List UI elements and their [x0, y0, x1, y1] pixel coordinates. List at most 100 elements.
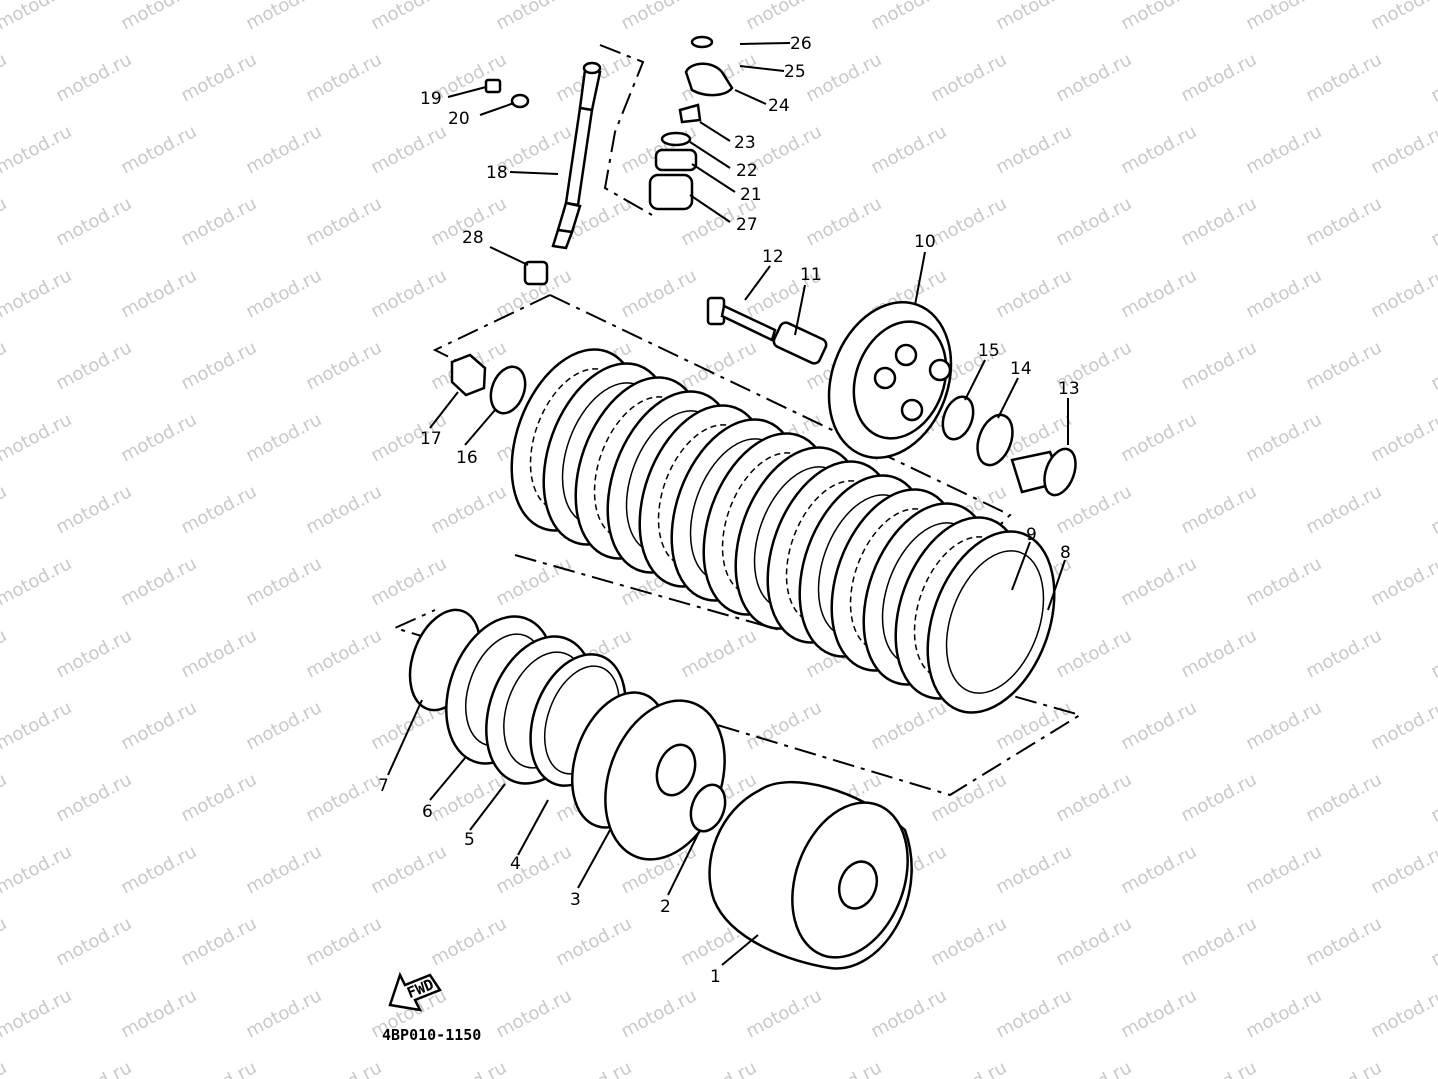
watermark-text: motod.ru — [427, 913, 510, 970]
callout-27: 27 — [736, 215, 758, 235]
watermark-text: motod.ru — [1427, 481, 1438, 538]
watermark-text: motod.ru — [927, 769, 1010, 826]
callout-5: 5 — [464, 830, 475, 850]
watermark-text: motod.ru — [1177, 193, 1260, 250]
watermark-text: motod.ru — [177, 337, 260, 394]
watermark-text: motod.ru — [177, 49, 260, 106]
callout-2: 2 — [660, 897, 671, 917]
callout-21: 21 — [740, 185, 762, 205]
watermark-text: motod.ru — [552, 913, 635, 970]
steel-plate — [926, 530, 1056, 714]
watermark-text: motod.ru — [117, 121, 200, 178]
watermark-text: motod.ru — [52, 625, 135, 682]
watermark-text: motod.ru — [117, 841, 200, 898]
callout-11: 11 — [800, 265, 822, 285]
watermark-text: motod.ru — [927, 1057, 1010, 1079]
watermark-text: motod.ru — [1302, 1057, 1385, 1079]
watermark-text: motod.ru — [0, 481, 10, 538]
watermark-text: motod.ru — [867, 697, 950, 754]
watermark-text: motod.ru — [1242, 841, 1325, 898]
watermark-text: motod.ru — [367, 0, 450, 34]
callout-10: 10 — [914, 232, 936, 252]
watermark-text: motod.ru — [117, 697, 200, 754]
watermark-text: motod.ru — [1242, 985, 1325, 1042]
callout-1: 1 — [710, 967, 721, 987]
watermark-text: motod.ru — [1117, 697, 1200, 754]
callout-25: 25 — [784, 62, 806, 82]
watermark-text: motod.ru — [0, 697, 75, 754]
watermark-text: motod.ru — [927, 49, 1010, 106]
watermark-text: motod.ru — [1052, 769, 1135, 826]
watermark-text: motod.ru — [1117, 985, 1200, 1042]
watermark-text: motod.ru — [1052, 625, 1135, 682]
watermark-text: motod.ru — [117, 409, 200, 466]
watermark-text: motod.ru — [117, 985, 200, 1042]
callout-19: 19 — [420, 89, 442, 109]
watermark-text: motod.ru — [52, 337, 135, 394]
watermark-text: motod.ru — [0, 841, 75, 898]
forward-arrow-icon: FWD — [388, 971, 442, 1012]
bolt-12 — [706, 296, 777, 342]
watermark-text: motod.ru — [0, 337, 10, 394]
watermark-text: motod.ru — [1052, 913, 1135, 970]
watermark-text: motod.ru — [927, 913, 1010, 970]
callout-14: 14 — [1010, 359, 1032, 379]
callout-4: 4 — [510, 854, 521, 874]
watermark-text: motod.ru — [302, 481, 385, 538]
watermark-text: motod.ru — [242, 0, 325, 34]
callout-24: 24 — [768, 96, 790, 116]
watermark-text: motod.ru — [1367, 409, 1438, 466]
watermark-text: motod.ru — [742, 697, 825, 754]
watermark-text: motod.ru — [177, 769, 260, 826]
watermark-text: motod.ru — [742, 985, 825, 1042]
watermark-text: motod.ru — [1367, 265, 1438, 322]
watermark-text: motod.ru — [177, 913, 260, 970]
watermark-text: motod.ru — [1367, 841, 1438, 898]
watermark-text: motod.ru — [867, 985, 950, 1042]
watermark-text: motod.ru — [867, 0, 950, 34]
watermark-text: motod.ru — [427, 769, 510, 826]
watermark-text: motod.ru — [302, 1057, 385, 1079]
watermark-text: motod.ru — [1427, 49, 1438, 106]
callout-6: 6 — [422, 802, 433, 822]
watermark-text: motod.ru — [742, 0, 825, 34]
callout-12: 12 — [762, 247, 784, 267]
watermark-text: motod.ru — [242, 121, 325, 178]
watermark-text: motod.ru — [1177, 769, 1260, 826]
callout-13: 13 — [1058, 379, 1080, 399]
watermark-text: motod.ru — [242, 265, 325, 322]
watermark-text: motod.ru — [677, 625, 760, 682]
watermark-text: motod.ru — [0, 1057, 10, 1079]
watermark-text: motod.ru — [802, 1057, 885, 1079]
watermark-text: motod.ru — [0, 265, 75, 322]
watermark-text: motod.ru — [552, 1057, 635, 1079]
watermark-text: motod.ru — [242, 841, 325, 898]
drawing-code: 4BP010-1150 — [382, 1026, 481, 1044]
watermark-text: motod.ru — [1302, 193, 1385, 250]
washer-20 — [510, 93, 530, 109]
watermark-text: motod.ru — [1052, 193, 1135, 250]
watermark-text: motod.ru — [177, 481, 260, 538]
watermark-text: motod.ru — [427, 1057, 510, 1079]
watermark-text: motod.ru — [1367, 0, 1438, 34]
watermark-text: motod.ru — [117, 553, 200, 610]
callout-17: 17 — [420, 429, 442, 449]
watermark-text: motod.ru — [427, 481, 510, 538]
watermark-text: motod.ru — [617, 265, 700, 322]
callout-20: 20 — [448, 109, 470, 129]
watermark-text: motod.ru — [242, 697, 325, 754]
watermark-text: motod.ru — [1302, 625, 1385, 682]
watermark-text: motod.ru — [52, 769, 135, 826]
watermark-text: motod.ru — [367, 121, 450, 178]
callout-9: 9 — [1026, 525, 1037, 545]
callout-7: 7 — [378, 776, 389, 796]
watermark-text: motod.ru — [0, 769, 10, 826]
watermark-text: motod.ru — [1427, 337, 1438, 394]
watermark-text: motod.ru — [1302, 481, 1385, 538]
clutch-plates-stack — [510, 348, 1056, 714]
watermark-text: motod.ru — [1242, 697, 1325, 754]
watermark-text: motod.ru — [1427, 769, 1438, 826]
watermark-text: motod.ru — [802, 193, 885, 250]
watermark-text: motod.ru — [52, 49, 135, 106]
push-rod-shaft — [551, 61, 602, 250]
